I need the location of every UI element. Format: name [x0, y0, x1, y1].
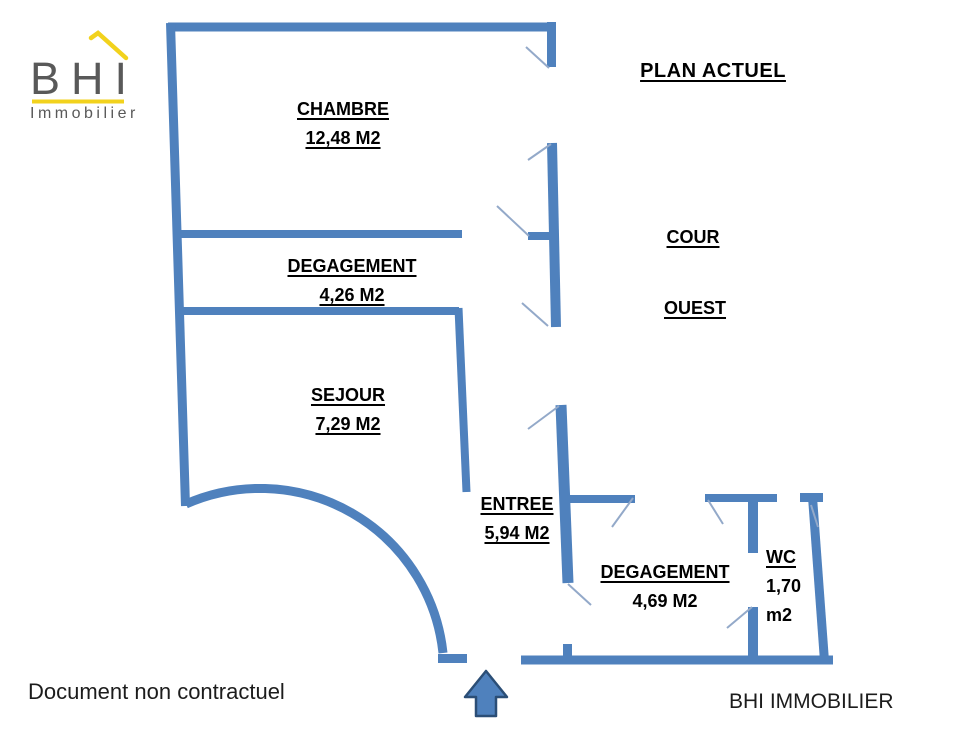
room-area-value: 1,70 — [766, 576, 802, 596]
logo-underline — [32, 99, 124, 104]
swing-line-icon — [567, 583, 592, 606]
swing-line-icon — [527, 143, 552, 161]
room-area: 4,26 M2 — [319, 285, 385, 305]
room-area: 7,29 M2 — [315, 414, 381, 434]
room-name: SEJOUR — [310, 385, 386, 405]
room-label-entree: ENTREE 5,94 M2 — [480, 490, 553, 548]
cour-label-line2: OUEST — [663, 298, 727, 318]
plan-title: PLAN ACTUEL — [640, 60, 786, 82]
logo-roof-icon — [88, 30, 129, 61]
wall-right-outer — [808, 496, 829, 662]
room-name: WC — [766, 547, 796, 567]
swing-line-icon — [496, 205, 530, 237]
swing-line-icon — [726, 606, 753, 629]
swing-line-icon — [521, 302, 549, 327]
logo-wordmark: BHI — [30, 53, 139, 104]
room-label-wc: WC 1,70 m2 — [766, 543, 801, 630]
cour-label-line1: COUR — [666, 227, 720, 247]
company-name: BHI IMMOBILIER — [729, 690, 894, 713]
swing-line-icon — [525, 46, 550, 69]
room-name: DEGAGEMENT — [287, 256, 417, 276]
disclaimer-text: Document non contractuel — [28, 679, 285, 704]
room-name: CHAMBRE — [297, 99, 389, 119]
logo-subtitle: Immobilier — [30, 105, 139, 122]
wall-left — [166, 22, 190, 507]
room-area: 5,94 M2 — [484, 523, 550, 543]
wall-right-middle — [547, 142, 561, 328]
opening-swing-lines — [496, 46, 819, 629]
room-label-chambre: CHAMBRE 12,48 M2 — [297, 95, 389, 153]
wall-curved-sejour — [184, 483, 448, 654]
room-label-degagement-bas: DEGAGEMENT 4,69 M2 — [600, 558, 729, 616]
room-name: DEGAGEMENT — [600, 562, 730, 582]
walls — [166, 22, 833, 665]
wall-sejour-right — [454, 307, 471, 493]
room-area: 12,48 M2 — [305, 128, 381, 148]
swing-line-icon — [810, 504, 819, 528]
swing-line-icon — [611, 497, 634, 528]
room-label-sejour: SEJOUR 7,29 M2 — [311, 381, 385, 439]
entrance-arrow-icon — [463, 669, 509, 718]
wall-entree-right — [555, 404, 574, 584]
room-area-unit: m2 — [766, 605, 793, 625]
room-name: ENTREE — [480, 494, 554, 514]
room-label-degagement-haut: DEGAGEMENT 4,26 M2 — [287, 252, 416, 310]
swing-line-icon — [527, 405, 560, 430]
room-area: 4,69 M2 — [632, 591, 698, 611]
swing-line-icon — [707, 499, 724, 525]
